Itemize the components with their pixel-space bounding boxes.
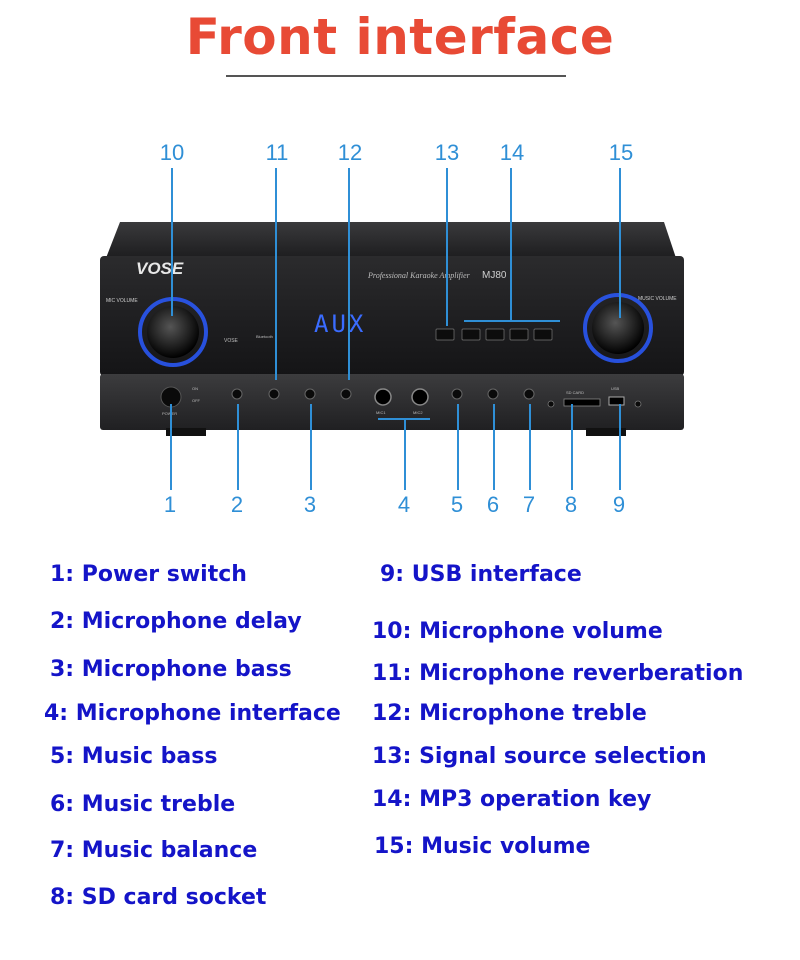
leader-line-13 xyxy=(446,168,448,326)
leader-bracket-14 xyxy=(464,320,560,322)
music-volume-ring xyxy=(583,293,653,363)
legend-item-10: 10: Microphone volume xyxy=(372,619,663,644)
leader-line-6 xyxy=(493,404,495,490)
mp3-key-2 xyxy=(485,328,505,341)
callout-9: 9 xyxy=(612,492,626,517)
leader-line-14 xyxy=(510,168,512,320)
mic1-label: MIC1 xyxy=(376,410,386,415)
leader-line-10 xyxy=(171,168,173,316)
mic-volume-ring xyxy=(138,297,208,367)
music-balance-knob xyxy=(523,388,535,400)
display-readout: AUX xyxy=(314,310,366,338)
mic2-label: MIC2 xyxy=(413,410,423,415)
legend-item-15: 15: Music volume xyxy=(374,834,591,859)
mic-bass-knob xyxy=(304,388,316,400)
model-code: MJ80 xyxy=(482,270,507,281)
mic1-jack xyxy=(374,388,392,406)
callout-12: 12 xyxy=(337,140,363,165)
mic2-jack xyxy=(411,388,429,406)
mp3-key-4 xyxy=(533,328,553,341)
legend-item-6: 6: Music treble xyxy=(50,792,236,817)
title-divider xyxy=(226,75,566,77)
leader-line-9 xyxy=(619,404,621,490)
off-label: OFF xyxy=(192,398,201,403)
legend-item-1: 1: Power switch xyxy=(50,562,247,587)
leader-line-3 xyxy=(310,404,312,490)
mic-delay-knob xyxy=(231,388,243,400)
legend-item-8: 8: SD card socket xyxy=(50,885,267,910)
callout-3: 3 xyxy=(303,492,317,517)
callout-5: 5 xyxy=(450,492,464,517)
mic-treble-knob xyxy=(340,388,352,400)
callout-7: 7 xyxy=(522,492,536,517)
top-lid xyxy=(106,222,676,258)
upper-face xyxy=(100,256,684,376)
music-treble-knob xyxy=(487,388,499,400)
legend-item-11: 11: Microphone reverberation xyxy=(372,661,744,686)
music-volume-knob xyxy=(592,302,644,354)
mp3-key-3 xyxy=(509,328,529,341)
mp3-key-1 xyxy=(461,328,481,341)
callout-8: 8 xyxy=(564,492,578,517)
music-bass-knob xyxy=(451,388,463,400)
brand-logo: VOSE xyxy=(136,259,184,278)
leader-line-8 xyxy=(571,404,573,490)
bluetooth-label: Bluetooth xyxy=(256,334,273,339)
callout-6: 6 xyxy=(486,492,500,517)
leader-line-5 xyxy=(457,404,459,490)
source-button xyxy=(435,328,455,341)
leader-line-15 xyxy=(619,168,621,318)
callout-14: 14 xyxy=(499,140,525,165)
svg-text:VOSE: VOSE xyxy=(224,338,239,344)
mic-volume-label: MIC VOLUME xyxy=(106,298,138,304)
legend-item-3: 3: Microphone bass xyxy=(50,657,292,682)
mic-volume-knob xyxy=(147,306,199,358)
leader-line-12 xyxy=(348,168,350,380)
amplifier-front-panel: VOSE Professional Karaoke Amplifier MJ80… xyxy=(100,222,684,436)
on-label: ON xyxy=(192,386,198,391)
leader-line-2 xyxy=(237,404,239,490)
usb-label: USB xyxy=(611,386,620,391)
callout-10: 10 xyxy=(159,140,185,165)
legend-item-5: 5: Music bass xyxy=(50,744,218,769)
lower-face xyxy=(100,374,684,430)
legend-item-14: 14: MP3 operation key xyxy=(372,787,652,812)
music-volume-label: MUSIC VOLUME xyxy=(638,296,677,302)
sd-card-slot xyxy=(563,398,601,407)
legend-item-7: 7: Music balance xyxy=(50,838,258,863)
callout-11: 11 xyxy=(265,140,289,165)
callout-2: 2 xyxy=(230,492,244,517)
leader-line-7 xyxy=(529,404,531,490)
legend-item-4: 4: Microphone interface xyxy=(44,701,341,726)
leader-line-1 xyxy=(170,404,172,490)
callout-4: 4 xyxy=(397,492,411,517)
leader-line-4 xyxy=(404,418,406,490)
usb-port xyxy=(608,396,625,406)
model-text: Professional Karaoke Amplifier xyxy=(367,271,471,280)
callout-15: 15 xyxy=(608,140,634,165)
legend-item-2: 2: Microphone delay xyxy=(50,609,302,634)
power-label: POWER xyxy=(162,411,177,416)
legend-item-13: 13: Signal source selection xyxy=(372,744,707,769)
sd-label: SD CARD xyxy=(566,390,584,395)
page-title: Front interface xyxy=(185,8,615,66)
callout-13: 13 xyxy=(434,140,460,165)
callout-1: 1 xyxy=(163,492,177,517)
leader-line-11 xyxy=(275,168,277,380)
legend-item-12: 12: Microphone treble xyxy=(372,701,647,726)
mic-reverb-knob xyxy=(268,388,280,400)
legend-item-9: 9: USB interface xyxy=(380,562,582,587)
